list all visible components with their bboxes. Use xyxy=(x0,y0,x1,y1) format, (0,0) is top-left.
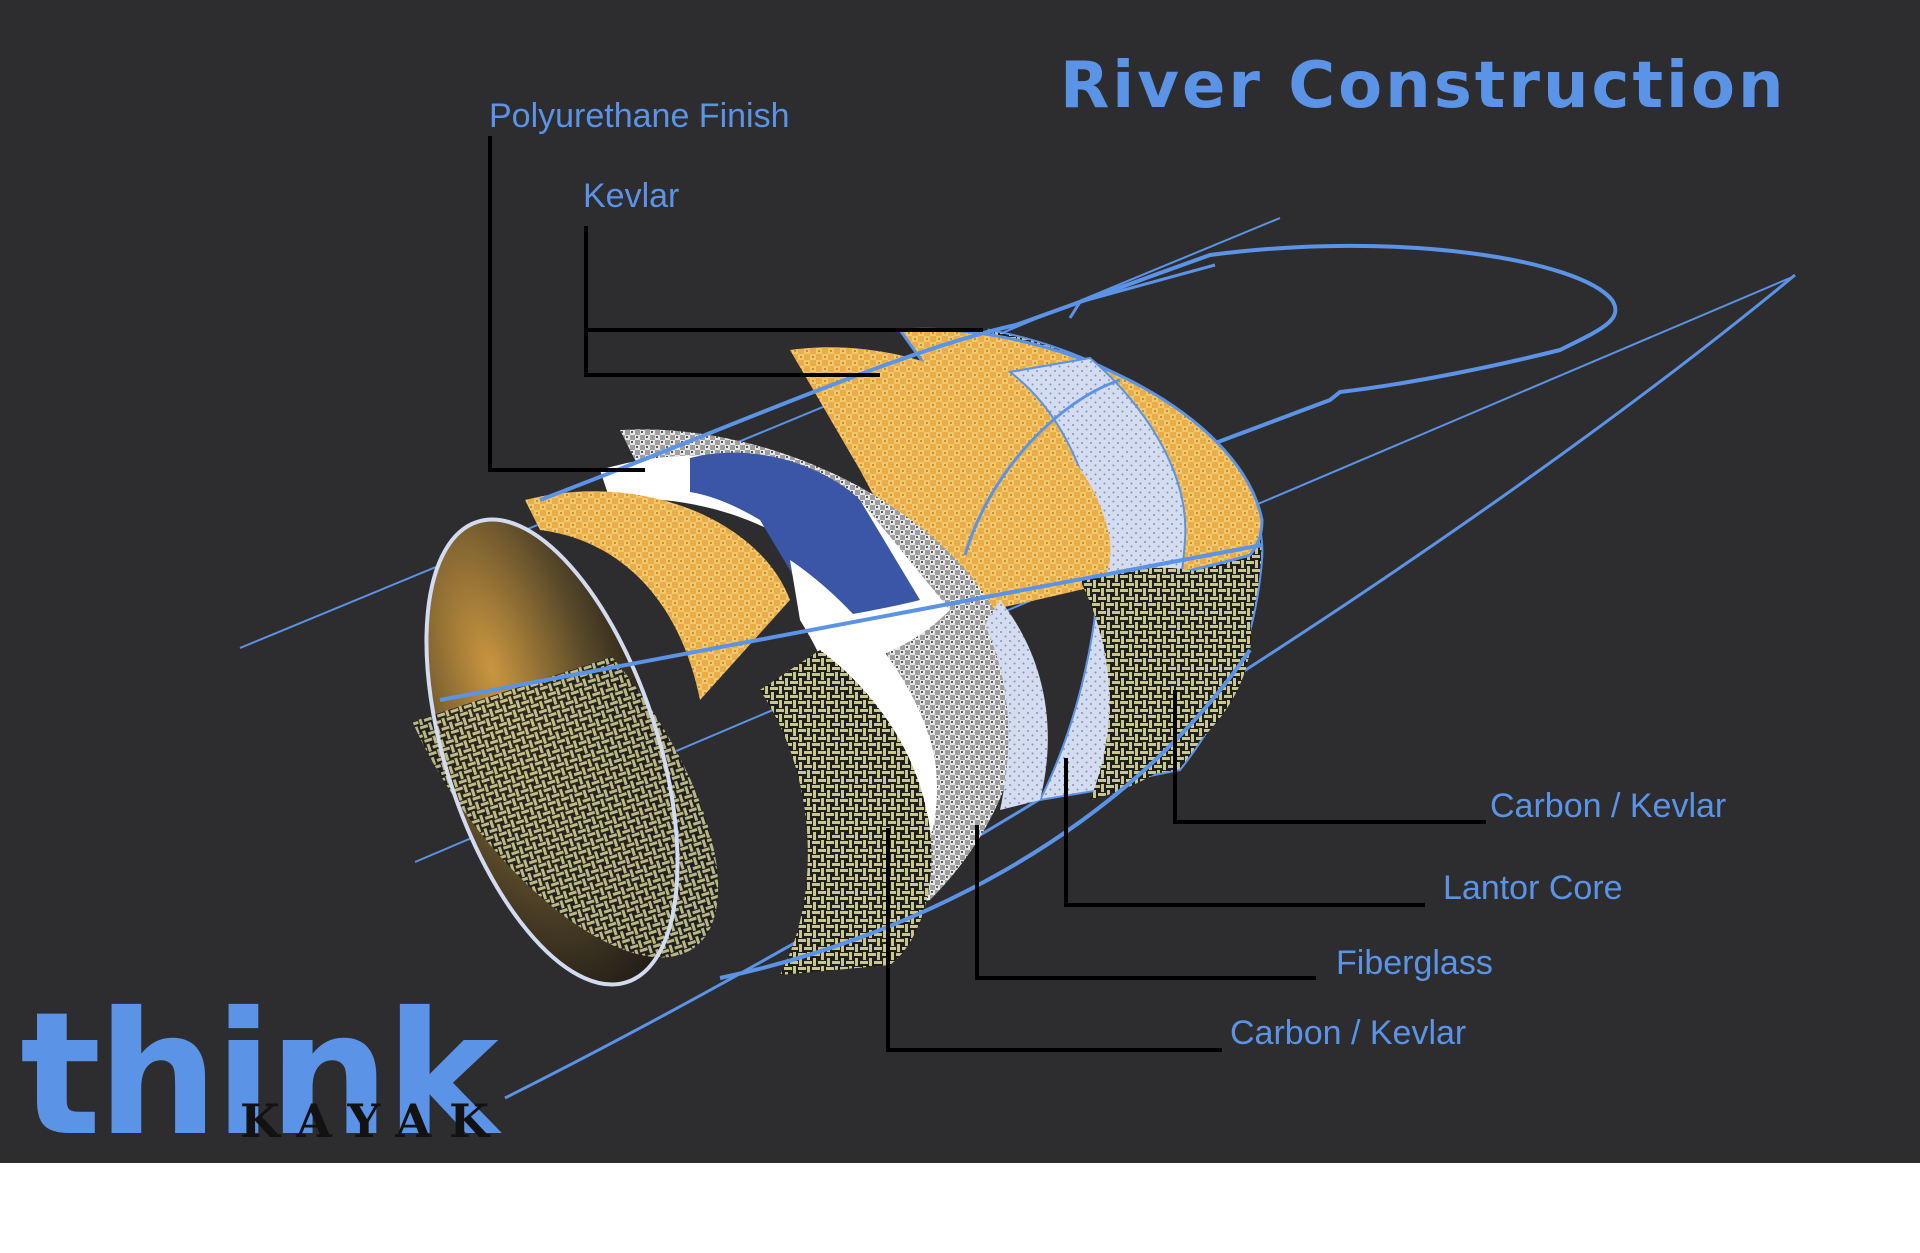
logo-think-word: think xyxy=(20,976,503,1174)
hull-rail-lines xyxy=(439,323,1263,980)
layer-finish-blue-band xyxy=(690,452,920,620)
leader-fiberglass xyxy=(975,825,1316,980)
label-fiberglass: Fiberglass xyxy=(1336,944,1493,982)
label-carbon-kevlar-outer: Carbon / Kevlar xyxy=(1490,787,1726,825)
logo-kayak-word: KAYAK xyxy=(240,1094,507,1148)
layer-carbon-kevlar-lower xyxy=(1080,567,1252,800)
label-kevlar: Kevlar xyxy=(583,177,679,215)
leader-kevlar-inner xyxy=(584,330,880,377)
leader-carbon-kevlar-outer xyxy=(1173,690,1486,824)
leader-carbon-kevlar-inner xyxy=(886,828,1222,1052)
label-lantor-core: Lantor Core xyxy=(1443,869,1623,907)
label-carbon-kevlar-inner: Carbon / Kevlar xyxy=(1230,1014,1466,1052)
label-polyurethane-finish: Polyurethane Finish xyxy=(489,97,790,135)
layer-kevlar-inner xyxy=(790,347,1111,620)
leader-lantor-core xyxy=(1064,758,1425,907)
leader-polyurethane-finish xyxy=(488,136,645,472)
layer-lantor-sliver xyxy=(985,600,1048,810)
diagram-title: River Construction xyxy=(1060,49,1787,123)
leader-lines xyxy=(488,136,1486,1052)
think-kayak-logo: think KAYAK xyxy=(20,976,507,1174)
